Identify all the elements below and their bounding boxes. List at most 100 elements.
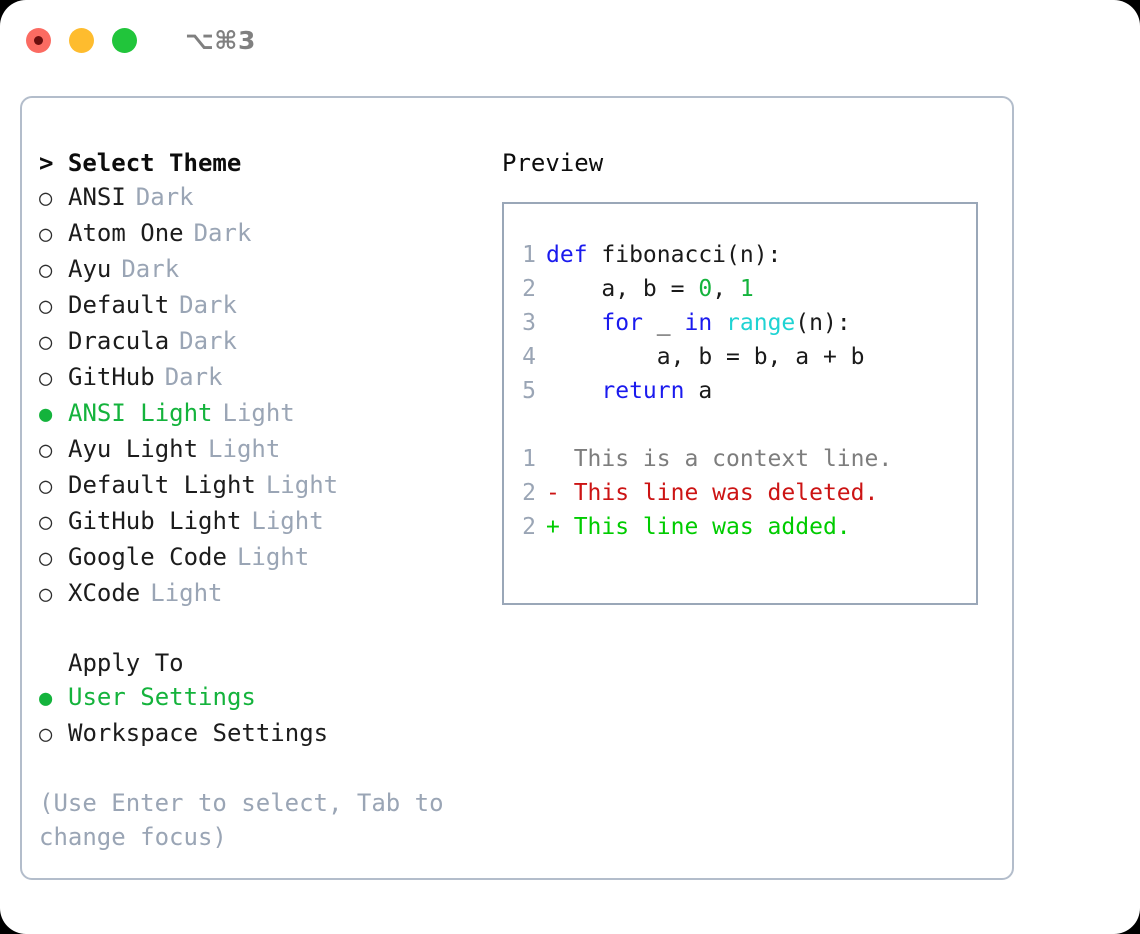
radio-selected-icon: ● [39,686,53,711]
theme-list-item[interactable]: ○ Google Code Light [39,540,502,576]
keyboard-shortcut-label: ⌥⌘3 [185,25,256,55]
theme-list-item[interactable]: ○ Default Dark [39,288,502,324]
code-token-kw: for [601,310,643,336]
radio-unselected-icon: ○ [39,330,53,355]
code-text: for _ in range(n): [546,306,851,340]
theme-name: Google Code [68,543,227,571]
diff-line: 2+ This line was added. [504,510,976,544]
theme-name: Ayu Light [68,435,199,463]
code-token-pl: a, b = [546,276,699,302]
radio-unselected-icon: ○ [39,722,53,747]
maximize-button[interactable] [112,27,137,53]
theme-list-item[interactable]: ○ Ayu Dark [39,252,502,288]
code-text: a, b = 0, 1 [546,272,754,306]
theme-list-item[interactable]: ○ Atom One Dark [39,216,502,252]
theme-name: XCode [68,579,141,607]
line-number: 2 [522,514,536,540]
code-text: return a [546,374,712,408]
theme-name: Atom One [68,219,184,247]
minimize-button[interactable] [69,27,94,53]
line-number: 4 [522,344,536,370]
radio-unselected-icon: ○ [39,258,53,283]
radio-unselected-icon: ○ [39,186,53,211]
spacer [504,408,976,442]
apply-to-label: Workspace Settings [68,719,329,747]
title-bar: ⌥⌘3 [0,0,1140,80]
apply-to-header: Apply To [68,649,184,677]
code-text: def fibonacci(n): [546,238,781,272]
line-number: 2 [522,480,536,506]
code-token-pl: _ [642,310,685,336]
theme-variant: Light [251,507,324,535]
apply-to-item[interactable]: ● User Settings [39,680,502,716]
code-token-pl: , [712,276,740,302]
code-token-pl [546,310,601,336]
code-token-pl: (n): [795,310,851,336]
theme-list-item[interactable]: ○ Ayu Light Light [39,432,502,468]
radio-unselected-icon: ○ [39,438,53,463]
theme-list-item[interactable]: ○ ANSI Dark [39,180,502,216]
line-number: 2 [522,276,536,302]
apply-to-item[interactable]: ○ Workspace Settings [39,716,502,752]
theme-name: Default Light [68,471,256,499]
theme-variant: Light [208,435,281,463]
spacer [39,612,502,646]
code-token-kw: in [684,310,713,336]
line-number: 5 [522,378,536,404]
radio-unselected-icon: ○ [39,222,53,247]
code-line: 3 for _ in range(n): [504,306,976,340]
line-number: 3 [522,310,536,336]
window-controls [26,27,137,53]
theme-name: Default [68,291,170,319]
theme-variant: Light [150,579,223,607]
radio-selected-icon: ● [39,402,53,427]
theme-variant: Dark [179,291,237,319]
theme-picker-header: > Select Theme [39,149,242,177]
radio-unselected-icon: ○ [39,546,53,571]
radio-unselected-icon: ○ [39,294,53,319]
theme-name: GitHub Light [68,507,242,535]
code-token-num: 0 [698,276,713,302]
theme-name: Ayu [68,255,112,283]
code-token-pl: a, b = b, a + b [546,344,865,370]
apply-to-label: User Settings [68,683,256,711]
code-token-pl: fibonacci(n): [587,242,782,268]
recording-dot-icon [34,35,43,45]
code-line: 1 def fibonacci(n): [504,238,976,272]
theme-list-item[interactable]: ○ XCode Light [39,576,502,612]
theme-variant: Dark [121,255,180,283]
theme-variant: Light [222,399,295,427]
theme-variant: Light [236,543,310,571]
line-number: 1 [522,242,536,268]
keyboard-hint: (Use Enter to select, Tab to change focu… [39,789,444,851]
code-token-kw: return [601,378,685,404]
code-token-num: 1 [739,276,754,302]
theme-name: ANSI [68,183,126,211]
code-line: 5 return a [504,374,976,408]
code-text: a, b = b, a + b [546,340,865,374]
theme-variant: Dark [135,183,194,211]
theme-variant: Dark [193,219,252,247]
code-token-kw: def [546,242,588,268]
diff-sample: 1 This is a context line.2- This line wa… [504,442,976,544]
diff-text-ctx: This is a context line. [546,446,893,472]
theme-variant: Light [265,471,339,499]
radio-unselected-icon: ○ [39,582,53,607]
code-line: 2 a, b = 0, 1 [504,272,976,306]
code-token-pl [712,310,726,336]
close-button[interactable] [26,27,51,53]
code-token-fn: range [726,310,796,336]
diff-text-del: - This line was deleted. [546,480,879,506]
theme-variant: Dark [179,327,237,355]
diff-line: 2 - This line was deleted. [504,476,976,510]
apply-to-list: ● User Settings ○ Workspace Settings [39,680,502,752]
